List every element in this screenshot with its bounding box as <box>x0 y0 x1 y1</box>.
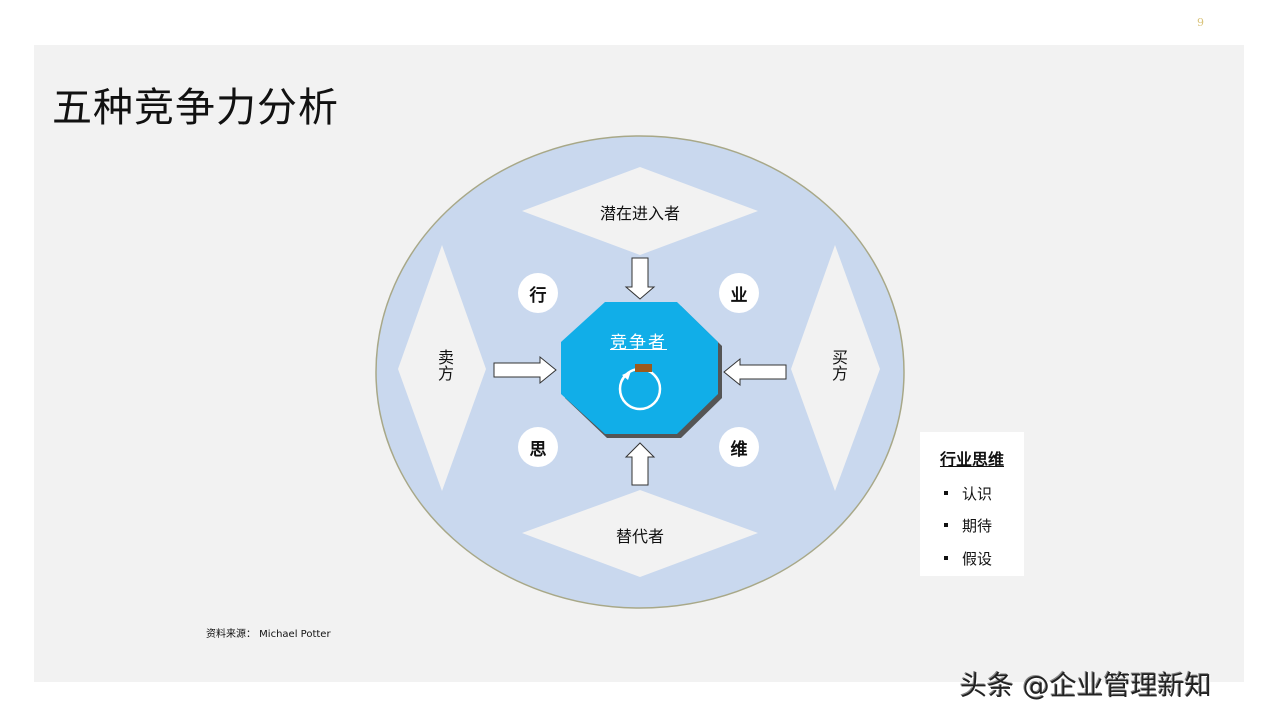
source-note: 资料来源： Michael Potter <box>206 629 331 640</box>
legend-title: 行业思维 <box>939 450 1004 469</box>
legend-item: 期待 <box>944 515 992 536</box>
legend-item: 假设 <box>944 548 992 569</box>
page-number: 9 <box>1197 16 1204 29</box>
right-diamond <box>791 245 880 491</box>
bullet-icon <box>944 490 948 495</box>
circle-label-si: 思 <box>518 427 558 467</box>
loop-marker-icon <box>635 364 652 372</box>
top-diamond <box>522 167 758 255</box>
five-forces-diagram <box>375 135 905 609</box>
legend-item: 认识 <box>944 483 992 504</box>
arrow-down-icon <box>624 257 656 300</box>
circle-label-hang: 行 <box>518 273 558 313</box>
circle-label-ye: 业 <box>719 273 759 313</box>
competitor-label: 竞争者 <box>610 333 667 353</box>
force-right-label: 买方 <box>829 349 848 381</box>
circle-label-wei: 维 <box>719 427 759 467</box>
bullet-icon <box>944 555 948 560</box>
bullet-icon <box>944 522 948 527</box>
watermark: 头条 @企业管理新知 <box>960 671 1212 702</box>
industry-thinking-legend: 行业思维 认识 期待 假设 <box>920 432 1024 576</box>
force-top-label: 潜在进入者 <box>599 204 680 223</box>
slide-title: 五种竞争力分析 <box>52 85 339 131</box>
arrow-left-icon <box>723 357 787 387</box>
force-left-label: 卖方 <box>435 349 454 381</box>
bottom-diamond <box>522 490 758 577</box>
arrow-right-icon <box>493 355 557 385</box>
slide: 五种竞争力分析 潜在进入者 替代者 卖方 买方 竞争者 行 <box>34 45 1244 682</box>
arrow-up-icon <box>624 442 656 486</box>
force-bottom-label: 替代者 <box>615 527 664 546</box>
left-diamond <box>398 245 486 491</box>
